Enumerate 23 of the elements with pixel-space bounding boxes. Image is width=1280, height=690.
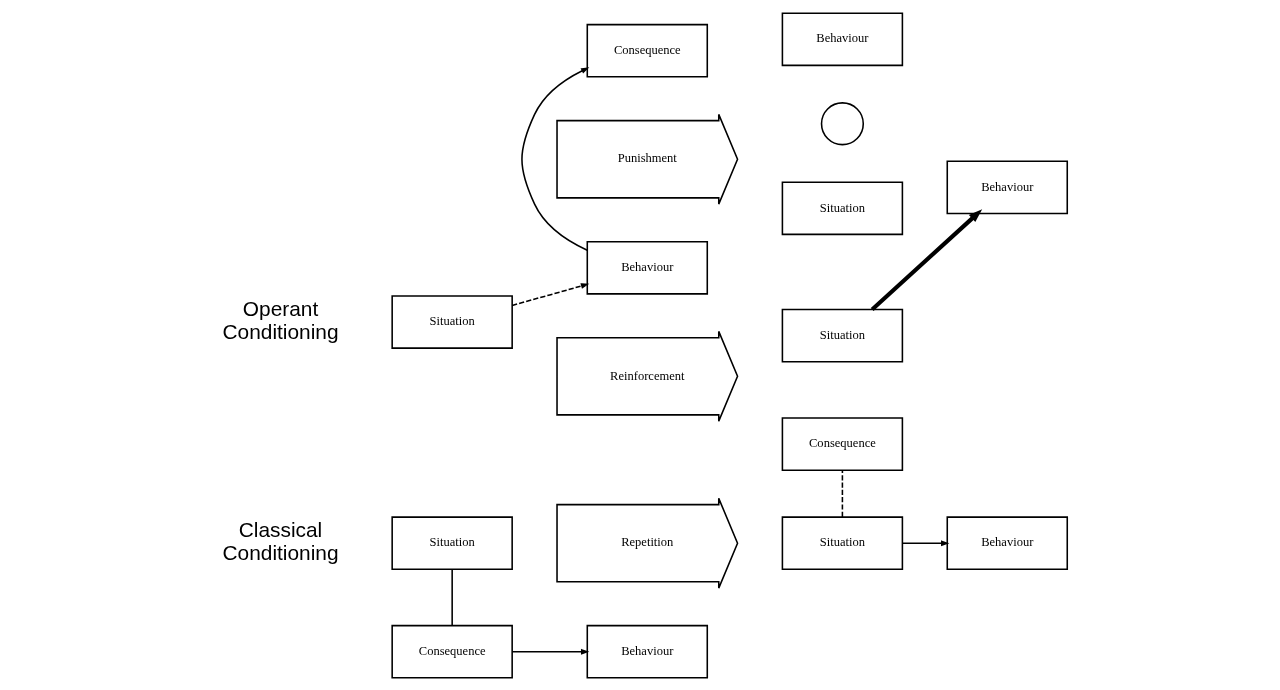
node-box: Behaviour [586,240,708,295]
arrow [510,648,589,655]
node-box: Situation [390,515,513,570]
node-box: Behaviour [945,160,1068,214]
node-box: Situation [781,515,903,570]
node-box: Situation [781,180,903,235]
node-box: Consequence [390,624,513,679]
node-box: Behaviour [586,624,708,679]
node-box: Consequence [586,23,708,78]
arrow [520,66,589,251]
node-box: Consequence [781,416,903,471]
connector [450,568,453,626]
node-circle [820,101,864,145]
arrow [870,208,982,311]
node-box: Behaviour [781,11,903,66]
arrow [510,282,589,306]
connector [841,468,843,518]
node-box: Behaviour [945,515,1068,570]
label: Classical Conditioning [222,517,339,564]
arrow [901,539,949,546]
node-box: Situation [390,294,513,349]
label: Operant Conditioning [222,296,339,343]
node-box: Situation [781,308,903,362]
